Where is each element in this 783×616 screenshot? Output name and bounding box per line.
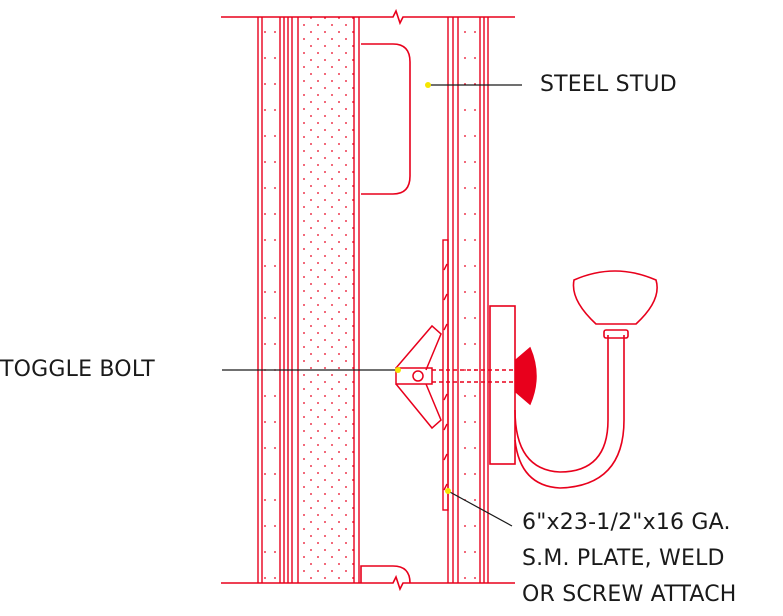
- plate-label-line2: S.M. PLATE, WELD: [522, 546, 725, 571]
- hanger-bracket: [489, 270, 658, 489]
- toggle-bolt-label: TOGGLE BOLT: [0, 357, 155, 382]
- steel-stud-shape: [361, 43, 411, 195]
- steel-stud-marker: [425, 82, 431, 88]
- plate-label-line3: OR SCREW ATTACH: [522, 582, 737, 607]
- plate-marker: [445, 488, 451, 494]
- leader-lines: [222, 84, 522, 527]
- steel-stud-label: STEEL STUD: [540, 72, 677, 97]
- toggle-bolt: [395, 324, 537, 430]
- left-wallboard-layer: [257, 17, 293, 583]
- toggle-bolt-marker: [395, 367, 401, 373]
- bottom-break-line: [221, 574, 515, 592]
- right-wallboard-layer: [447, 17, 489, 583]
- sheet-metal-plate: [442, 239, 449, 511]
- plate-label-line1: 6"x23-1/2"x16 GA.: [522, 510, 731, 535]
- core-insulation-layer: [297, 17, 360, 583]
- steel-stud-bottom-shape: [360, 565, 411, 584]
- top-break-line: [221, 8, 515, 26]
